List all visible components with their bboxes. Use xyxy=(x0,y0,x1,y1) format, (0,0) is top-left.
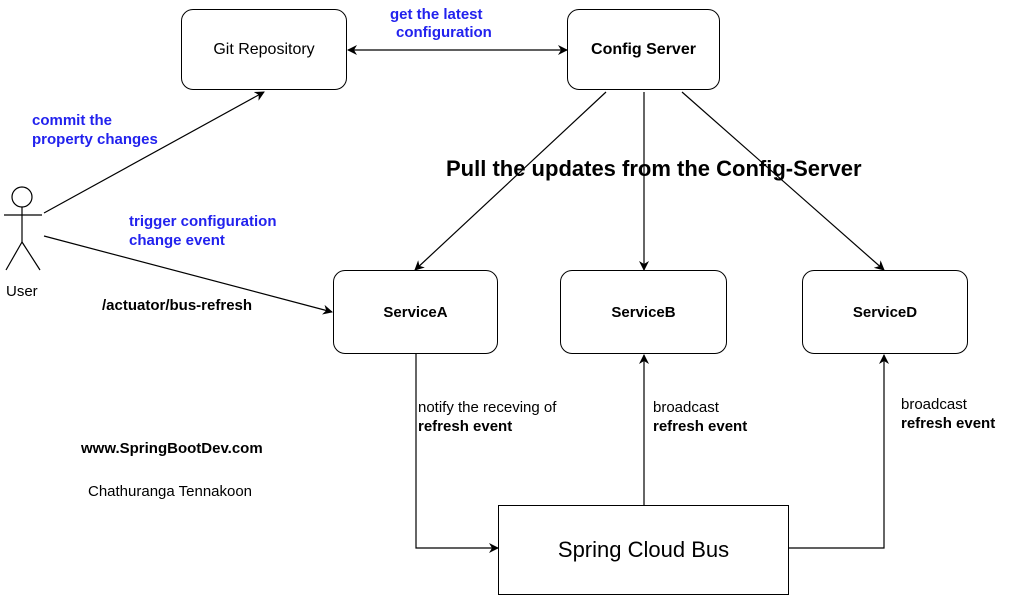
label-commit-line1: commit the xyxy=(32,112,113,129)
label-broadcast-d-line2: refresh event xyxy=(901,415,996,432)
node-git-repository-label: Git Repository xyxy=(213,40,315,58)
node-git-repository: Git Repository xyxy=(181,9,347,90)
label-get-latest-line1: get the latest xyxy=(390,6,483,23)
user-label: User xyxy=(6,283,38,300)
edge-user-service-a xyxy=(43,235,333,315)
node-config-server: Config Server xyxy=(567,9,720,90)
node-spring-cloud-bus-label: Spring Cloud Bus xyxy=(557,537,730,562)
label-trigger-line2: change event xyxy=(129,232,225,249)
label-notify-line1: notify the receving of xyxy=(418,399,557,416)
label-trigger-line1: trigger configuration xyxy=(129,213,277,230)
node-spring-cloud-bus: Spring Cloud Bus xyxy=(498,505,789,595)
label-broadcast-b-line1: broadcast xyxy=(653,399,719,416)
edge-service-a-bus xyxy=(415,354,499,553)
node-config-server-label: Config Server xyxy=(591,40,696,58)
edge-config-service-d xyxy=(681,91,885,271)
label-get-latest-line2: configuration xyxy=(396,24,492,41)
website-credit: www.SpringBootDev.com xyxy=(81,440,263,457)
edge-bus-service-d xyxy=(789,354,889,549)
label-endpoint: /actuator/bus-refresh xyxy=(102,297,253,314)
node-service-d: ServiceD xyxy=(802,270,968,354)
node-service-b: ServiceB xyxy=(560,270,727,354)
label-commit-line2: property changes xyxy=(32,131,158,148)
label-broadcast-b-line2: refresh event xyxy=(653,418,748,435)
edge-user-git xyxy=(43,91,265,214)
label-pull-updates: Pull the updates from the Config-Server xyxy=(446,156,862,181)
user-actor-icon xyxy=(4,186,42,271)
label-broadcast-d-line1: broadcast xyxy=(901,396,967,413)
node-service-d-label: ServiceD xyxy=(852,303,918,321)
label-notify-line2: refresh event xyxy=(418,418,513,435)
node-service-a: ServiceA xyxy=(333,270,498,354)
author-credit: Chathuranga Tennakoon xyxy=(88,483,253,500)
node-service-b-label: ServiceB xyxy=(611,303,676,321)
node-service-a-label: ServiceA xyxy=(383,303,448,321)
edge-config-service-a xyxy=(414,91,607,271)
